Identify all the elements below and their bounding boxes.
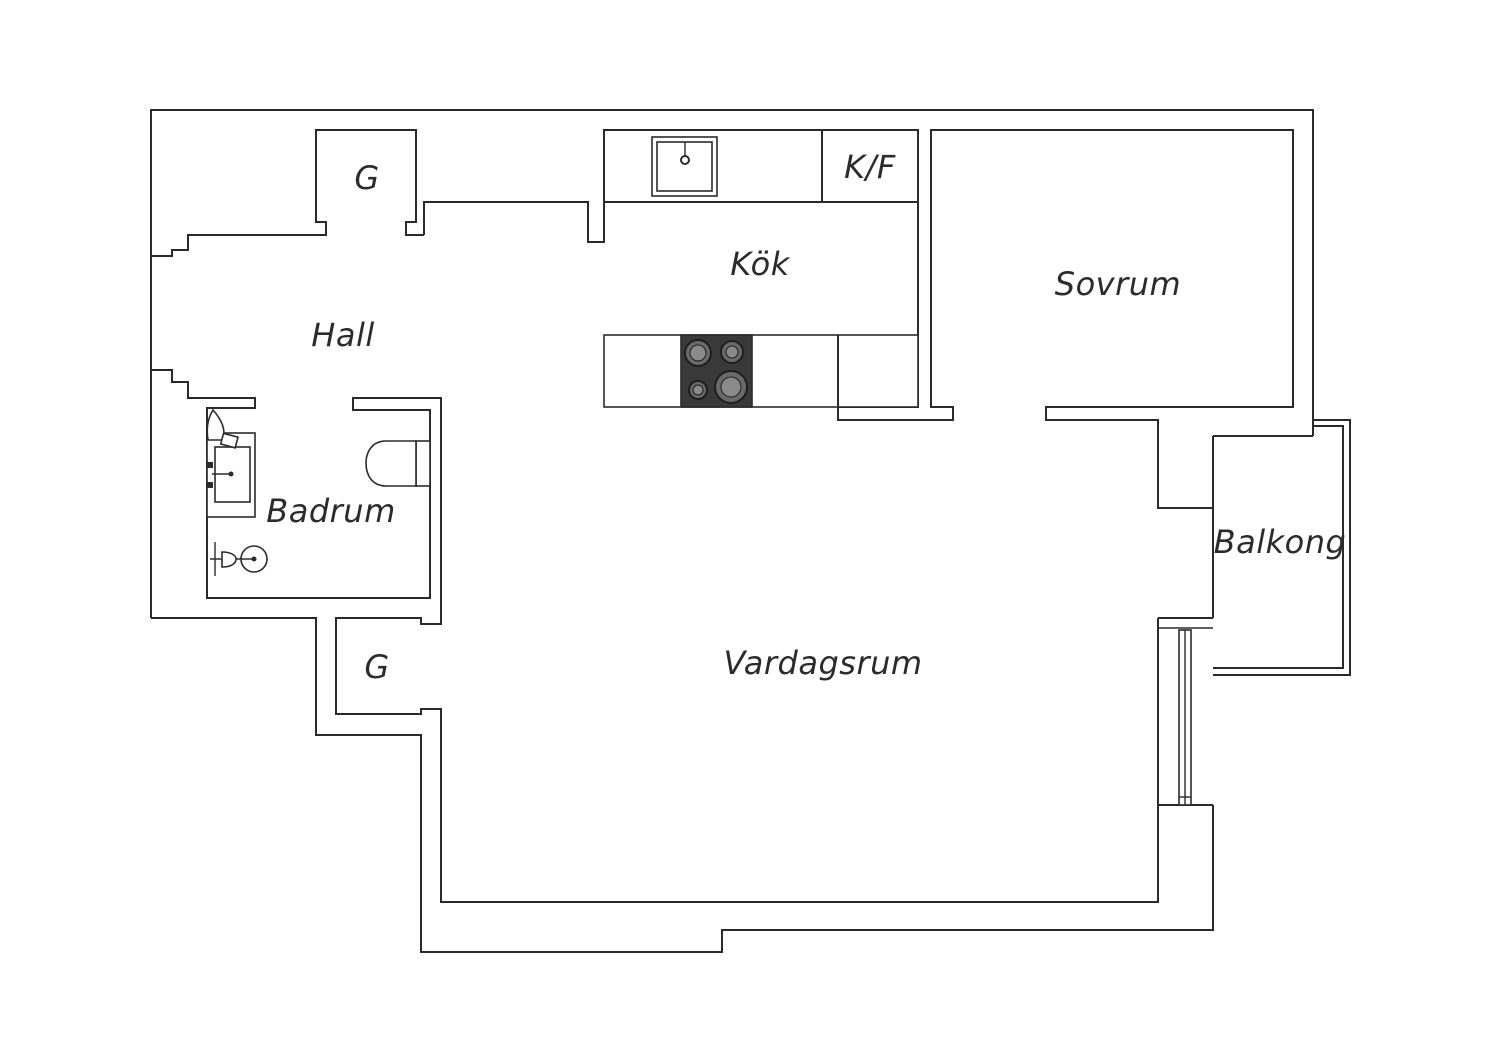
shower-icon bbox=[210, 542, 268, 576]
outer-walls bbox=[150, 109, 1314, 953]
faucet-icon bbox=[206, 408, 240, 449]
toilet-icon bbox=[365, 440, 431, 487]
room-label-bedroom: Sovrum bbox=[1054, 265, 1182, 303]
room-label-bathroom: Badrum bbox=[266, 492, 396, 530]
room-label-fridge-freezer: K/F bbox=[844, 148, 896, 186]
balcony bbox=[1213, 419, 1351, 676]
room-label-closet-bottom: G bbox=[364, 648, 390, 686]
kitchen-counters bbox=[603, 130, 919, 408]
room-label-hall: Hall bbox=[311, 316, 375, 354]
stove-icon bbox=[680, 334, 753, 408]
room-label-closet-top: G bbox=[354, 159, 380, 197]
room-label-living-room: Vardagsrum bbox=[723, 644, 923, 682]
room-label-balcony: Balkong bbox=[1213, 523, 1347, 561]
room-label-kitchen: Kök bbox=[730, 245, 790, 283]
inner-walls bbox=[151, 129, 1294, 903]
kitchen-sink-icon bbox=[651, 136, 718, 197]
balcony-door bbox=[1178, 629, 1192, 806]
